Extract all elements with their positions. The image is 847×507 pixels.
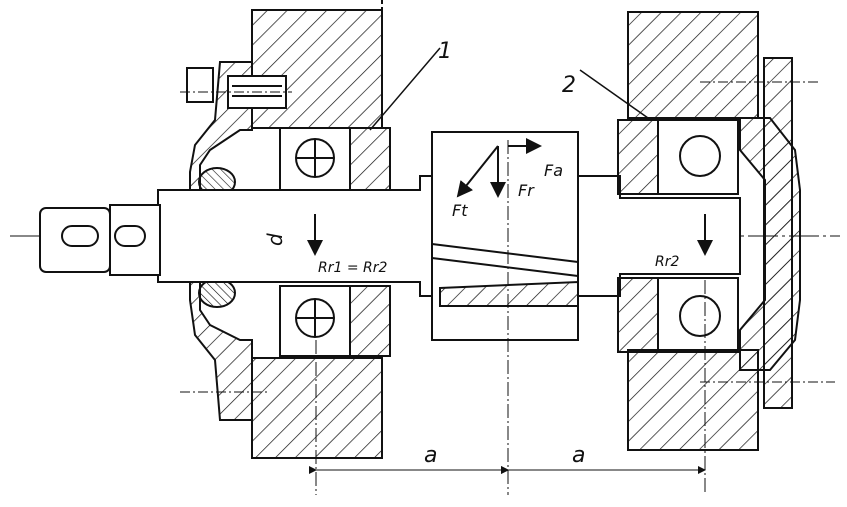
label-reaction-right: Rr2	[655, 254, 679, 270]
leader-1	[369, 47, 441, 131]
leader-2	[579, 69, 649, 119]
left-housing-bottom	[251, 357, 383, 459]
label-diameter: d	[263, 233, 287, 246]
label-force-ft: Ft	[452, 201, 468, 220]
seal-bottom	[198, 278, 236, 308]
right-housing-top	[627, 11, 759, 119]
left-bearing-bottom	[279, 285, 391, 357]
label-span-left: a	[424, 443, 437, 468]
force-ft-arrow	[456, 145, 499, 198]
label-span-right: a	[572, 443, 585, 468]
gear-wheel	[431, 131, 579, 495]
label-part-2: 2	[562, 73, 576, 98]
right-bearing-bottom	[617, 277, 739, 495]
right-bearing-top	[617, 119, 739, 195]
right-end-cover	[700, 57, 835, 409]
label-part-1: 1	[438, 39, 452, 64]
right-housing-bottom	[627, 349, 759, 451]
label-reaction-left: Rr1 = Rr2	[318, 260, 388, 276]
label-force-fr: Fr	[518, 181, 535, 200]
left-bearing-top	[279, 127, 391, 191]
left-end-cover	[180, 61, 292, 421]
label-force-fa: Fa	[544, 161, 563, 180]
